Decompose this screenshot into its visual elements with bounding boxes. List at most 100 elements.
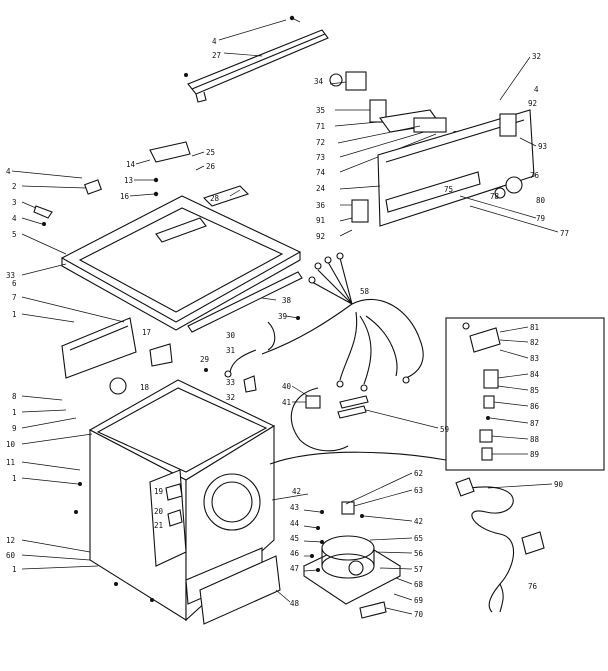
lid-small-parts [11, 170, 102, 276]
part-label: 16 [120, 192, 130, 201]
part-label: 84 [530, 370, 540, 379]
part-label: 80 [536, 196, 546, 205]
part-label: 4 [212, 37, 217, 46]
hose-strip [149, 271, 303, 393]
part-label: 83 [530, 354, 539, 363]
part-label: 32 [532, 52, 541, 61]
part-label: 76 [530, 171, 540, 180]
part-label: 4 [6, 167, 11, 176]
part-label: 87 [530, 419, 539, 428]
leader-lines-left [21, 296, 125, 570]
part-label: 12 [6, 536, 15, 545]
part-label: 8 [12, 392, 17, 401]
part-label: 30 [226, 331, 236, 340]
part-label: 70 [414, 610, 424, 619]
part-label: 3 [12, 198, 17, 207]
part-label: 74 [316, 168, 326, 177]
part-label: 4 [534, 85, 539, 94]
part-label: 41 [282, 398, 291, 407]
part-label: 57 [414, 565, 423, 574]
part-label: 5 [12, 230, 17, 239]
part-label: 28 [210, 194, 220, 203]
part-label: 91 [316, 216, 325, 225]
part-label: 11 [6, 458, 15, 467]
part-label: 92 [528, 99, 537, 108]
part-label: 32 [226, 393, 235, 402]
part-label: 65 [414, 534, 423, 543]
part-label: 14 [126, 160, 136, 169]
part-label: 40 [282, 382, 292, 391]
part-label: 42 [292, 487, 301, 496]
part-label: 7 [12, 293, 17, 302]
part-label: 33 [6, 271, 15, 280]
part-label: 72 [316, 138, 325, 147]
part-label: 92 [316, 232, 325, 241]
part-label: 47 [290, 564, 299, 573]
part-label: 60 [6, 551, 16, 560]
part-label: 75 [444, 185, 453, 194]
leader-lines-top [218, 19, 287, 57]
part-label: 44 [290, 519, 300, 528]
part-label: 81 [530, 323, 539, 332]
part-label: 27 [212, 51, 221, 60]
part-label: 4 [12, 214, 17, 223]
part-label: 82 [530, 338, 539, 347]
part-label: 89 [530, 450, 539, 459]
part-label: 43 [290, 503, 299, 512]
part-label: 46 [290, 549, 300, 558]
part-label: 39 [278, 312, 287, 321]
part-label: 36 [316, 201, 326, 210]
wiring-harness [224, 252, 447, 465]
part-label: 69 [414, 596, 423, 605]
part-label: 59 [440, 425, 449, 434]
part-label: 85 [530, 386, 539, 395]
part-label: 68 [414, 580, 424, 589]
part-label: 42 [414, 517, 423, 526]
part-label: 2 [12, 182, 17, 191]
part-label: 90 [554, 480, 564, 489]
part-label: 19 [154, 487, 163, 496]
part-label: 71 [316, 122, 325, 131]
part-label: 20 [154, 507, 164, 516]
cabinet-small-parts [165, 483, 324, 603]
part-label: 86 [530, 402, 540, 411]
part-label: 58 [360, 287, 370, 296]
part-label: 79 [536, 214, 545, 223]
part-label: 56 [414, 549, 424, 558]
part-label: 1 [12, 565, 17, 574]
part-label: 17 [142, 328, 151, 337]
part-label: 1 [12, 408, 17, 417]
part-label: 13 [124, 176, 133, 185]
part-labels: 4 27 34 35 71 72 73 74 24 36 91 92 32 4 … [6, 37, 569, 619]
part-label: 93 [538, 142, 547, 151]
part-label: 26 [206, 162, 216, 171]
part-label: 33 [226, 378, 235, 387]
part-label: 18 [140, 383, 150, 392]
part-label: 88 [530, 435, 540, 444]
part-label: 62 [414, 469, 423, 478]
control-panel [339, 56, 559, 237]
part-label: 6 [12, 279, 17, 288]
part-label: 9 [12, 424, 17, 433]
power-cord [455, 477, 553, 613]
part-label: 1 [12, 474, 17, 483]
part-label: 10 [6, 440, 16, 449]
cabinet [61, 317, 281, 625]
part-label: 29 [200, 355, 209, 364]
inset-detail-box [445, 317, 605, 471]
part-label: 38 [282, 296, 292, 305]
top-cover [60, 141, 302, 331]
part-label: 76 [528, 582, 538, 591]
part-label: 48 [290, 599, 300, 608]
water-valve [290, 385, 439, 452]
part-label: 78 [490, 192, 500, 201]
part-label: 1 [12, 310, 17, 319]
console-trim-bar [184, 15, 329, 103]
timer-assembly [329, 71, 457, 173]
part-label: 63 [414, 486, 423, 495]
part-label: 25 [206, 148, 215, 157]
part-label: 21 [154, 521, 163, 530]
part-label: 45 [290, 534, 299, 543]
part-label: 77 [560, 229, 569, 238]
